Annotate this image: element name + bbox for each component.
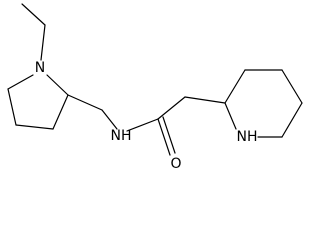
bond-piperidine-c4-c5 xyxy=(281,69,303,104)
bond-c2-ch2 xyxy=(67,94,103,111)
bond-piperidine-c5-c6 xyxy=(281,102,303,138)
chemical-structure: N NH O NH xyxy=(7,3,303,172)
bond-pyrrolidine-c4-c5 xyxy=(7,88,17,126)
bond-carbonyl-ch2 xyxy=(157,96,186,120)
bond-ch2-nh xyxy=(101,109,118,130)
carbonyl-oxygen-label: O xyxy=(170,156,181,172)
pyrrolidine-nitrogen-label: N xyxy=(35,60,45,76)
bond-pyrrolidine-c5-n xyxy=(7,74,34,90)
bond-piperidine-c2-c3 xyxy=(224,69,246,104)
bond-ethyl-ch3-ch2 xyxy=(21,3,46,26)
bond-pyrrolidine-c3-c4 xyxy=(15,124,54,130)
bond-carbonyl-o-2 xyxy=(162,116,176,154)
bond-ethyl-ch2-n xyxy=(40,24,46,61)
bond-piperidine-n-c2 xyxy=(224,102,237,130)
bond-pyrrolidine-n-c2 xyxy=(46,74,69,96)
piperidine-nitrogen-label: NH xyxy=(237,129,258,145)
bond-pyrrolidine-c2-c3 xyxy=(52,94,69,130)
bond-ch2-piperidine-c2 xyxy=(184,96,226,104)
bond-carbonyl-o-1 xyxy=(157,118,171,156)
bond-nh-carbonyl xyxy=(126,118,159,132)
amide-nitrogen-label: NH xyxy=(111,128,132,144)
